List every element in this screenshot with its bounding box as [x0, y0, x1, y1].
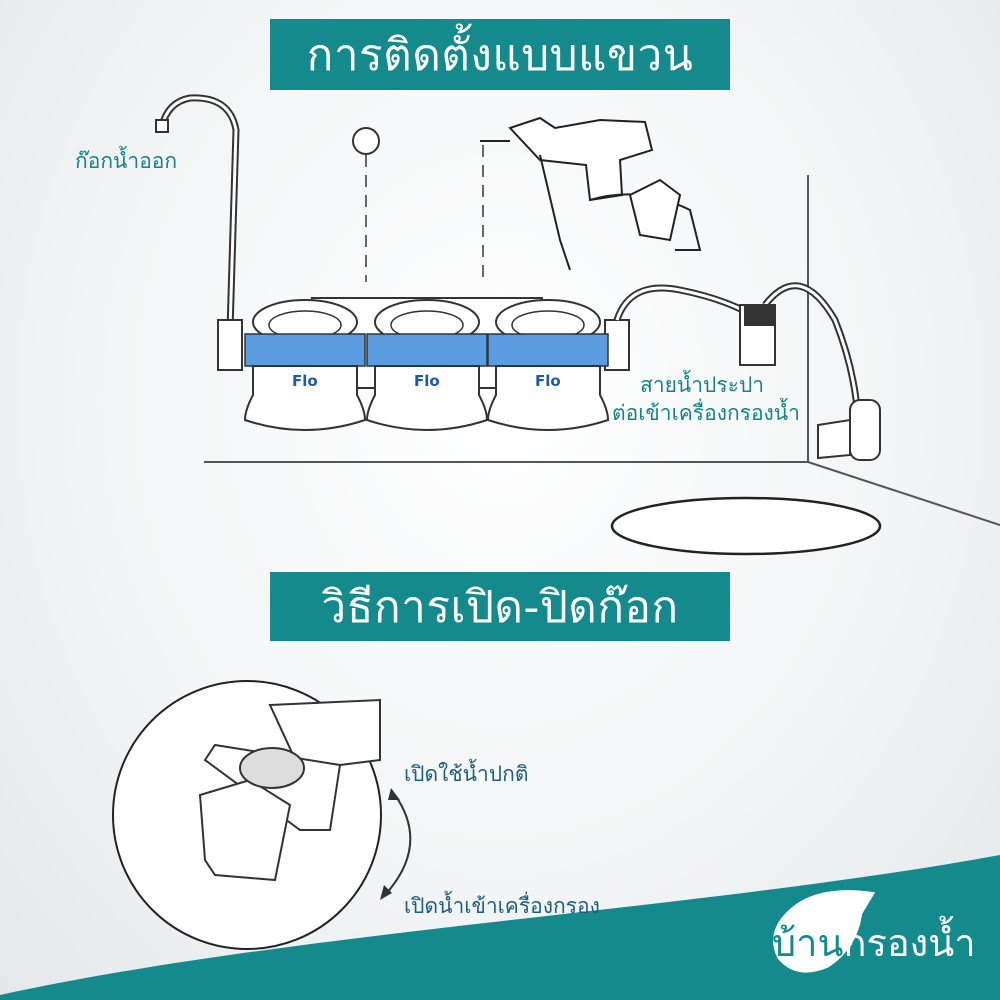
- filter-housings: [243, 299, 610, 431]
- faucet-label: ก๊อกน้ำออก: [75, 149, 178, 173]
- filter-housing-2: [365, 299, 489, 431]
- drill-icon: [480, 116, 702, 271]
- sink-hole: [610, 496, 882, 556]
- valve-icon: [739, 304, 881, 461]
- counter-line: [204, 175, 1000, 526]
- valve-title: วิธีการเปิด-ปิดก๊อก: [321, 581, 679, 633]
- filter-housing-3: [486, 299, 610, 431]
- footer-wave: [0, 855, 1000, 1000]
- install-title: การติดตั้งแบบแขวน: [306, 29, 694, 81]
- logo-text-part2: กรองน้ำ: [843, 921, 976, 965]
- screw-icon: [352, 127, 380, 155]
- filter-housing-1: [243, 299, 367, 431]
- normal-use-label: เปิดใช้น้ำปกติ: [404, 762, 529, 786]
- install-title-banner: การติดตั้งแบบแขวน: [270, 19, 730, 90]
- logo: บ้านกรองน้ำ: [772, 912, 976, 973]
- logo-text-part1: บ้าน: [772, 921, 844, 965]
- faucet-icon: [155, 94, 630, 371]
- filter-brand-2: Flo: [414, 372, 440, 390]
- rotate-arrowheads-icon: [380, 788, 400, 900]
- logo-leaf-icon: [767, 884, 885, 979]
- hose-label-line2: ต่อเข้าเครื่องกรองน้ำ: [612, 401, 800, 425]
- rotate-arrow-icon: [384, 794, 412, 896]
- filter-brand-1: Flo: [292, 372, 318, 390]
- valve-title-banner: วิธีการเปิด-ปิดก๊อก: [270, 572, 730, 641]
- filter-mode-label: เปิดน้ำเข้าเครื่องกรอง: [404, 894, 600, 918]
- valve-closeup-icon: [198, 698, 381, 882]
- filter-brand-3: Flo: [535, 372, 561, 390]
- hose-label-line1: สายน้ำประปา: [640, 373, 765, 397]
